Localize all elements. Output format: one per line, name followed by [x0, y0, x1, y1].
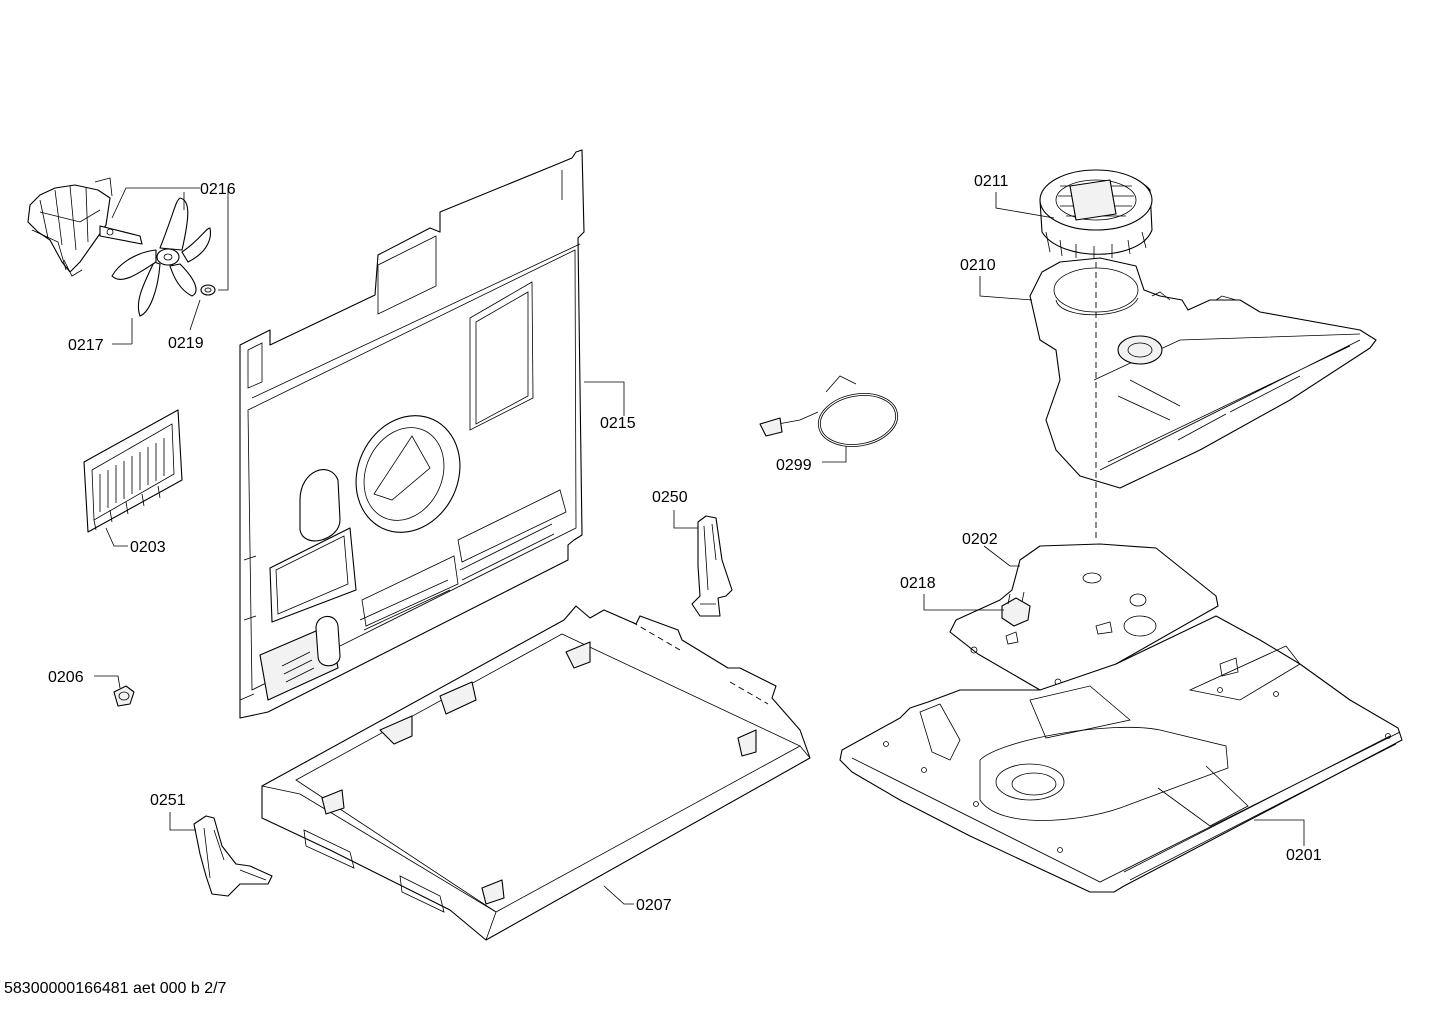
rear-panel: [239, 149, 585, 719]
label-0207: 0207: [636, 897, 672, 914]
small-knob: [113, 685, 135, 707]
bottom-tray: [261, 605, 811, 941]
label-0299: 0299: [776, 457, 812, 474]
bracket-upper: [691, 515, 733, 617]
label-0251: 0251: [150, 792, 186, 809]
bracket-lower: [193, 815, 273, 897]
fan-nut: [200, 284, 216, 296]
label-0203: 0203: [130, 539, 166, 556]
label-0206: 0206: [48, 669, 84, 686]
label-0201: 0201: [1286, 847, 1322, 864]
base-plate: [839, 615, 1403, 893]
label-0250: 0250: [652, 489, 688, 506]
rear-grille: [83, 409, 183, 533]
thermal-switch: [1001, 591, 1031, 627]
label-0216: 0216: [200, 181, 236, 198]
label-0219: 0219: [168, 335, 204, 352]
label-0215: 0215: [600, 415, 636, 432]
label-0217: 0217: [68, 337, 104, 354]
power-cable: [759, 375, 899, 447]
label-0210: 0210: [960, 257, 996, 274]
document-footer-code: 58300000166481 aet 000 b 2/7: [4, 980, 227, 997]
fan-motor-assembly: [27, 177, 143, 277]
fan-housing: [1029, 257, 1377, 489]
label-0202: 0202: [962, 531, 998, 548]
fan-blade: [111, 197, 211, 317]
label-0218: 0218: [900, 575, 936, 592]
label-0211: 0211: [974, 173, 1009, 190]
fan-wheel: [1039, 169, 1153, 260]
